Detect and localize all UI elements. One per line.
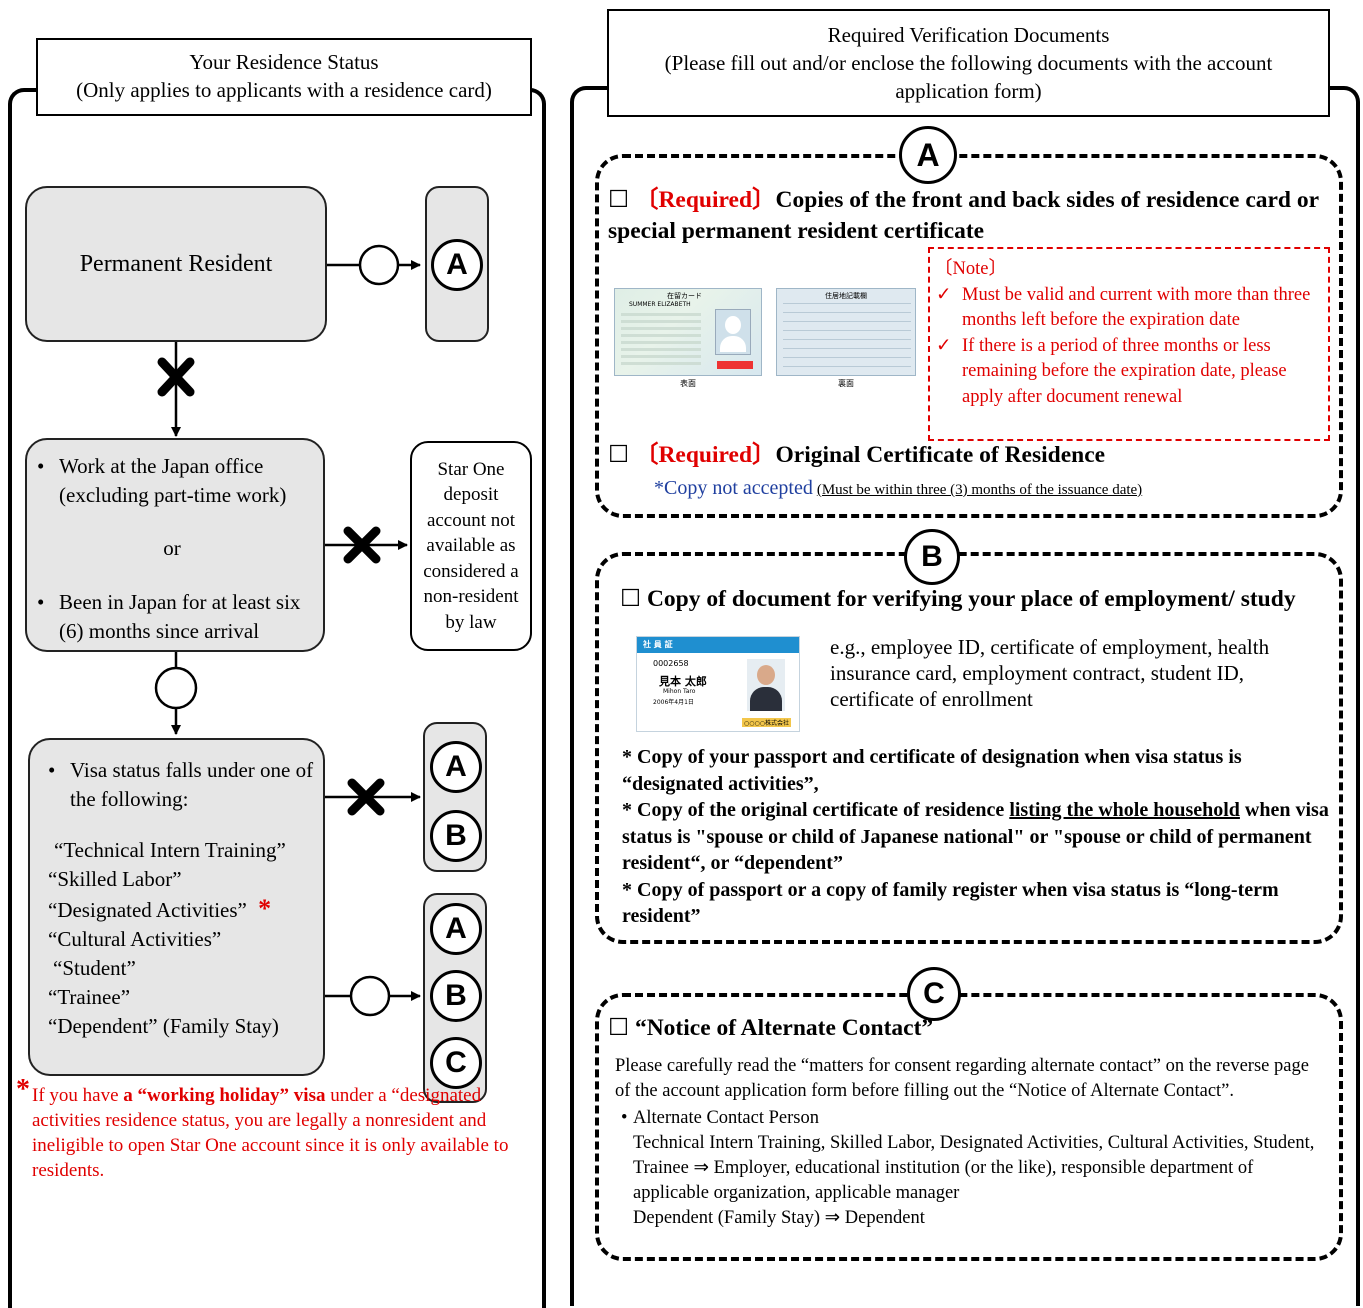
footnote-asterisk: * [16,1074,30,1105]
card-back-caption: 裏面 [838,379,854,388]
designated-activities-note: * Copy of your passport and certificate … [622,746,1242,795]
alternate-contact-bullet: Alternate Contact Person Technical Inter… [615,1106,1327,1231]
or-label: or [163,536,181,560]
section-a-box [595,154,1343,518]
yes-circle [349,975,391,1017]
section-a-item2: ☐ 〔Required〕Original Certificate of Resi… [608,442,1106,468]
visa-status-item: “Cultural Activities” [48,927,222,951]
visa-status-item: “Trainee” [48,985,131,1009]
residence-card-back-image: 住居地記載欄 [776,288,916,376]
note-item: If there is a period of three months or … [934,334,1318,411]
household-note: * Copy of the original certificate of re… [622,799,1329,874]
section-c-title: ☐ “Notice of Alternate Contact” [608,1015,934,1041]
left-header-title: Your Residence Status [189,50,379,74]
letter-b-badge: B [430,970,482,1022]
right-panel-header: Required Verification Documents (Please … [607,9,1330,117]
issuance-note: (Must be within three (3) months of the … [816,482,1143,498]
copy-not-accepted: *Copy not accepted [654,477,813,499]
copy-note-line: *Copy not accepted (Must be within three… [654,477,1142,500]
section-b-letter: B [904,529,960,585]
employee-id-image: 社 員 証 0002658 見本 太郎 Mihon Taro 2006年4月1日… [636,636,800,732]
alternate-contact-line: Dependent (Family Stay) ⇒ Dependent [633,1208,925,1228]
letter-a-badge: A [431,239,483,291]
no-x-mark [347,778,385,816]
letter-c-badge: C [430,1037,482,1089]
section-b-title: ☐ Copy of document for verifying your pl… [620,586,1296,612]
visa-status-box: Visa status falls under one of the follo… [28,738,325,1076]
visa-status-item: “Skilled Labor” [48,867,182,891]
footnote-bold: a “working holiday” visa [123,1085,326,1106]
section-b-notes: * Copy of your passport and certificate … [622,744,1338,930]
letter-b-badge: B [430,810,482,862]
required-tag: 〔Required〕 [634,442,776,468]
portrait-placeholder [747,659,785,711]
right-header-title: Required Verification Documents [827,23,1110,47]
alternate-contact-line: Technical Intern Training, Skilled Labor… [633,1133,1315,1203]
section-c-body: Please carefully read the “matters for c… [615,1054,1327,1231]
permanent-resident-box: Permanent Resident [25,186,327,342]
work-condition: Work at the Japan office (excluding part… [31,452,313,510]
section-a-item1: ☐ 〔Required〕Copies of the front and back… [608,187,1319,244]
required-tag: 〔Required〕 [634,187,776,213]
section-c-box [595,993,1343,1261]
residence-card-front-image: 在留カード SUMMER ELIZABETH [614,288,762,376]
portrait-placeholder [715,309,751,355]
note-item: Must be valid and current with more than… [934,283,1318,334]
visa-status-item: “Student” [53,956,136,980]
yes-circle [358,244,400,286]
checkbox-icon: ☐ [608,187,630,213]
residence-condition: Been in Japan for at least six (6) month… [31,588,313,646]
no-x-mark [343,526,381,564]
visa-status-item: “Technical Intern Training” [54,838,286,862]
long-term-resident-note: * Copy of passport or a copy of family r… [622,878,1279,928]
note-box: 〔Note〕 Must be valid and current with mo… [928,247,1330,441]
right-header-subtitle: (Please fill out and/or enclose the foll… [664,51,1273,103]
checkbox-icon: ☐ [620,586,642,612]
visa-status-item: “Dependent” (Family Stay) [48,1014,279,1038]
left-header-subtitle: (Only applies to applicants with a resid… [76,78,492,102]
left-flow-connectors [154,244,421,1017]
visa-status-list: “Technical Intern Training” “Skilled Lab… [42,836,315,1041]
star-one-unavailable-box: Star One deposit account not available a… [410,441,532,651]
section-c-letter: C [907,967,961,1021]
visa-intro: Visa status falls under one of the follo… [42,756,315,814]
asterisk-mark: * [258,894,272,923]
section-a-letter: A [899,126,957,184]
working-holiday-footnote: * If you have a “working holiday” visa u… [16,1074,509,1182]
no-x-mark [157,357,195,397]
letter-a-badge: A [430,903,482,955]
left-panel-header: Your Residence Status (Only applies to a… [36,38,532,116]
section-b-box [595,552,1343,944]
card-front-caption: 表面 [680,379,696,388]
yes-circle [154,666,198,710]
employment-examples: e.g., employee ID, certificate of employ… [830,635,1270,711]
work-residence-box: Work at the Japan office (excluding part… [25,438,325,652]
checkbox-icon: ☐ [608,1015,630,1041]
visa-status-item: “Designated Activities” * [48,894,272,923]
permanent-resident-label: Permanent Resident [79,250,273,277]
alternate-contact-paragraph: Please carefully read the “matters for c… [615,1056,1309,1101]
note-title: 〔Note〕 [934,259,1007,279]
letter-a-badge: A [430,741,482,793]
checkbox-icon: ☐ [608,442,630,468]
star-one-text: Star One deposit account not available a… [423,458,519,633]
